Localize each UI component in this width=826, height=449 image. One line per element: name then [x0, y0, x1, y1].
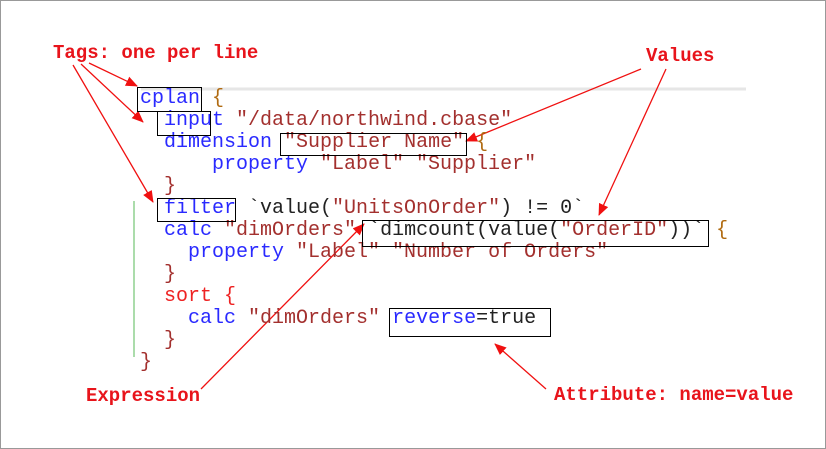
code-token: calc [188, 307, 237, 330]
arrow-values-zero [598, 68, 667, 216]
code-indent [140, 153, 212, 176]
code-token: dimension [164, 131, 273, 154]
code-token: =true [476, 307, 537, 330]
code-token: calc [164, 219, 213, 242]
code-line: filter `value("UnitsOnOrder") != 0` [140, 198, 728, 220]
code-token: "Supplier Name" [272, 131, 465, 154]
code-token: } [140, 351, 153, 374]
code-line: property "Label" "Supplier" [140, 154, 728, 176]
code-token: filter [164, 197, 237, 220]
code-block: cplan { input "/data/northwind.cbase" di… [140, 88, 728, 374]
code-indent [140, 329, 164, 352]
code-line: calc "dimOrders" `dimcount(value("OrderI… [140, 220, 728, 242]
arrow-attribute [494, 343, 547, 390]
arrow-values-supplier [465, 68, 642, 142]
box-dimcount-expression [362, 220, 709, 247]
code-token: `dimcount(value( [356, 219, 561, 242]
code-token: { [704, 219, 729, 242]
code-token: "dimOrders" [212, 219, 357, 242]
code-token: property [188, 241, 285, 264]
code-token: ) != 0` [500, 197, 585, 220]
code-indent [140, 241, 188, 264]
code-indent [140, 307, 188, 330]
code-token: { [464, 131, 489, 154]
code-indent [140, 263, 164, 286]
code-indent [140, 175, 164, 198]
code-line: dimension "Supplier Name" { [140, 132, 728, 154]
label-expression: Expression [86, 385, 201, 407]
code-indent [140, 219, 164, 242]
arrow-tags-cplan [88, 62, 138, 87]
code-token: `value( [236, 197, 333, 220]
code-token: cplan [140, 87, 201, 110]
code-line: } [140, 264, 728, 286]
label-tags: Tags: one per line [53, 42, 259, 64]
code-line: property "Label" "Number of Orders" [140, 242, 728, 264]
code-line: calc "dimOrders" reverse=true [140, 308, 728, 330]
code-token: "Label" "Number of Orders" [284, 241, 609, 264]
arrow-expression [200, 223, 365, 390]
code-token: "/data/northwind.cbase" [224, 109, 513, 132]
code-indent [140, 285, 164, 308]
code-token: sort { [164, 285, 237, 308]
code-token: "UnitsOnOrder" [332, 197, 501, 220]
code-token: property [212, 153, 309, 176]
code-line: } [140, 330, 728, 352]
code-token: } [164, 329, 177, 352]
code-token: } [164, 263, 177, 286]
code-line: input "/data/northwind.cbase" [140, 110, 728, 132]
box-supplier-name [280, 133, 467, 156]
box-filter [157, 198, 236, 222]
arrow-tags-input [80, 63, 144, 123]
label-attribute: Attribute: name=value [554, 384, 794, 406]
code-token: } [164, 175, 177, 198]
code-token: { [200, 87, 225, 110]
code-line: } [140, 352, 728, 374]
code-line: sort { [140, 286, 728, 308]
box-cplan [137, 87, 202, 112]
box-reverse-attribute [389, 308, 551, 337]
label-values: Values [646, 45, 715, 67]
arrow-tags-filter [72, 64, 154, 203]
code-token: "Label" "Supplier" [308, 153, 537, 176]
code-token: "OrderID" [560, 219, 669, 242]
code-token: reverse [392, 307, 477, 330]
code-token: ))` [668, 219, 705, 242]
code-token: input [164, 109, 225, 132]
box-input [157, 111, 211, 136]
code-token: "dimOrders" [236, 307, 381, 330]
code-line: } [140, 176, 728, 198]
code-line: cplan { [140, 88, 728, 110]
